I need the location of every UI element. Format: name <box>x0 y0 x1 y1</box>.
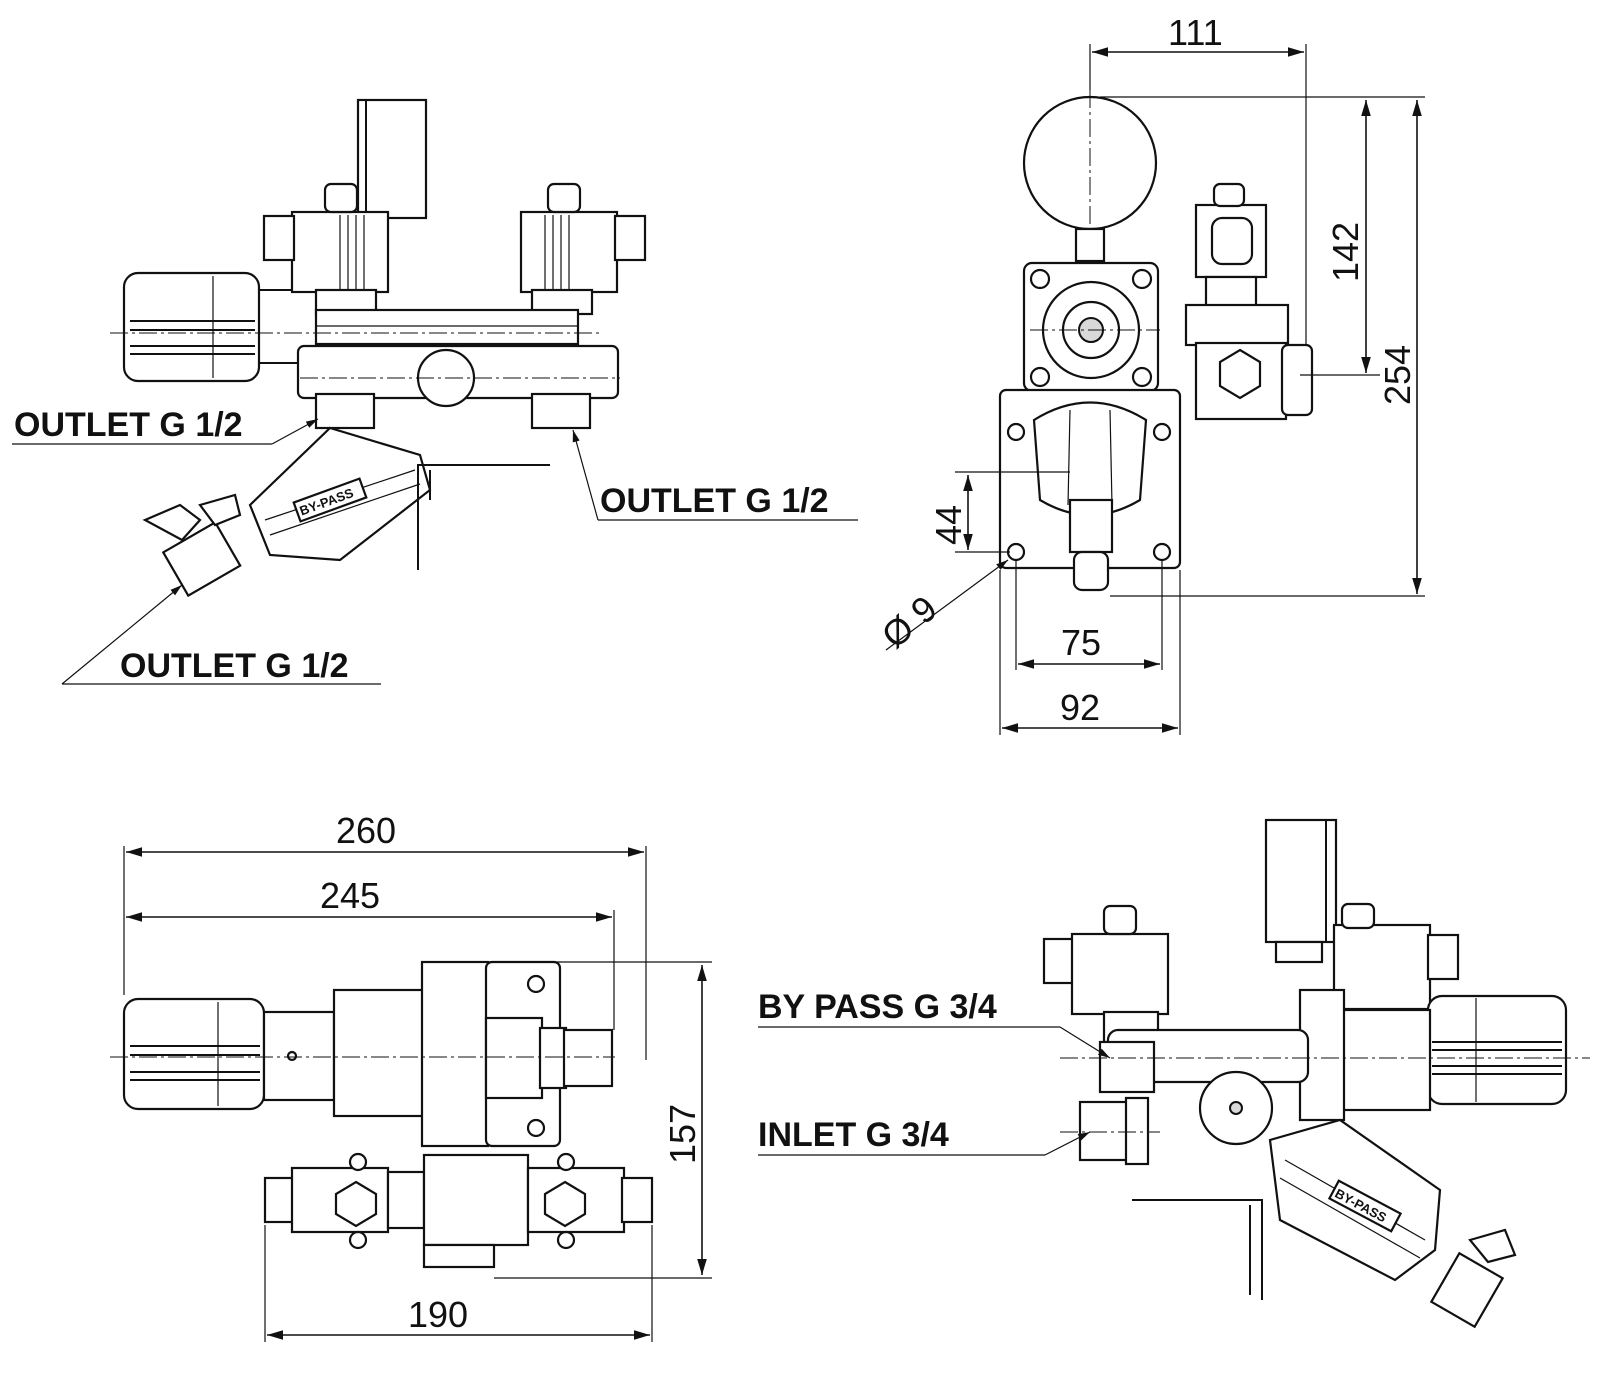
rear-view: BY-PASS BY PASS G 3/4 INLET G 3/4 <box>758 818 1590 1329</box>
dim-92: 92 <box>1060 687 1100 728</box>
inlet-label: INLET G 3/4 <box>758 1116 949 1154</box>
solenoid-rear-left <box>1042 904 1170 1044</box>
dim-dia-9: Ø 9 <box>874 587 945 656</box>
dim-260: 260 <box>336 810 396 851</box>
outlet-label-3: OUTLET G 1/2 <box>120 647 349 685</box>
outlet-label-2: OUTLET G 1/2 <box>600 482 829 520</box>
front-view: BY-PASS OUTLET G 1/2 OUTLET G 1/2 OUTLET… <box>12 98 858 685</box>
dim-190: 190 <box>408 1294 468 1335</box>
dim-44: 44 <box>928 505 969 545</box>
dim-111: 111 <box>1168 12 1223 53</box>
solenoid-side <box>1184 182 1314 421</box>
dim-75: 75 <box>1061 622 1101 663</box>
handle-knob-left <box>122 271 318 383</box>
ball-valve-front <box>142 493 242 598</box>
bypass-label: BY PASS G 3/4 <box>758 988 997 1026</box>
filter-bowl-side <box>1032 401 1148 516</box>
side-view: 111 142 254 44 Ø 9 75 92 <box>874 12 1425 735</box>
filter-bowl: BY-PASS <box>248 426 432 562</box>
top-view: 260 245 157 190 <box>110 810 712 1342</box>
dim-157: 157 <box>662 1104 703 1164</box>
dim-245: 245 <box>320 875 380 916</box>
solenoid-pair-top <box>263 1152 654 1269</box>
gauge-side <box>356 98 428 220</box>
mount-bracket-front <box>417 464 550 570</box>
dim-142: 142 <box>1325 222 1366 282</box>
outlet-label-1: OUTLET G 1/2 <box>14 406 243 444</box>
manifold-bar <box>314 308 580 346</box>
dim-254: 254 <box>1377 345 1418 405</box>
solenoid-rear-right <box>1332 902 1460 1011</box>
mount-bracket-rear <box>1132 1199 1263 1300</box>
ball-valve-rear <box>1429 1228 1517 1329</box>
solenoid-right <box>519 182 647 316</box>
